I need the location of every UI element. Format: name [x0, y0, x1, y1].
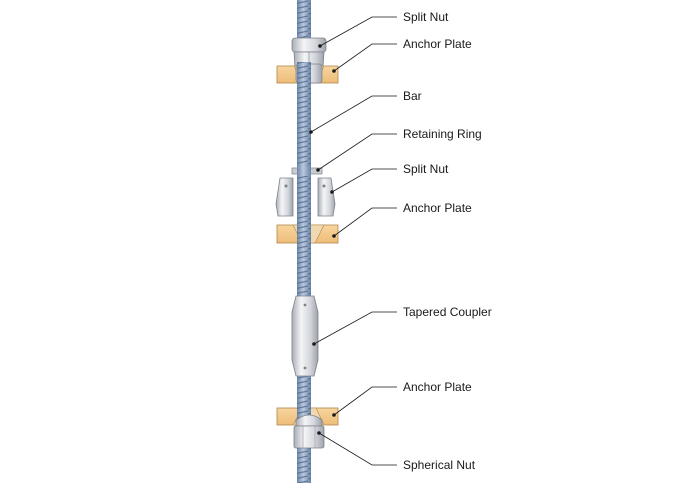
callout-labels: Split Nut Anchor Plate Bar Retaining Rin… — [403, 10, 492, 472]
leader-lines — [309, 16, 397, 466]
label-anchor-plate-mid: Anchor Plate — [403, 201, 472, 215]
label-split-nut-mid: Split Nut — [403, 162, 449, 176]
label-spherical-nut: Spherical Nut — [403, 458, 476, 472]
anchor-plate-mid — [276, 222, 339, 246]
anchor-plate-top — [276, 62, 339, 86]
label-bar: Bar — [403, 89, 422, 103]
label-anchor-plate-top: Anchor Plate — [403, 37, 472, 51]
label-retaining-ring: Retaining Ring — [403, 127, 482, 141]
split-nut-mid — [275, 177, 336, 217]
label-anchor-plate-bottom: Anchor Plate — [403, 380, 472, 394]
label-tapered-coupler: Tapered Coupler — [403, 305, 492, 319]
retaining-ring — [291, 166, 323, 176]
label-split-nut-top: Split Nut — [403, 10, 449, 24]
spherical-nut — [293, 414, 325, 449]
tapered-coupler — [291, 295, 319, 377]
